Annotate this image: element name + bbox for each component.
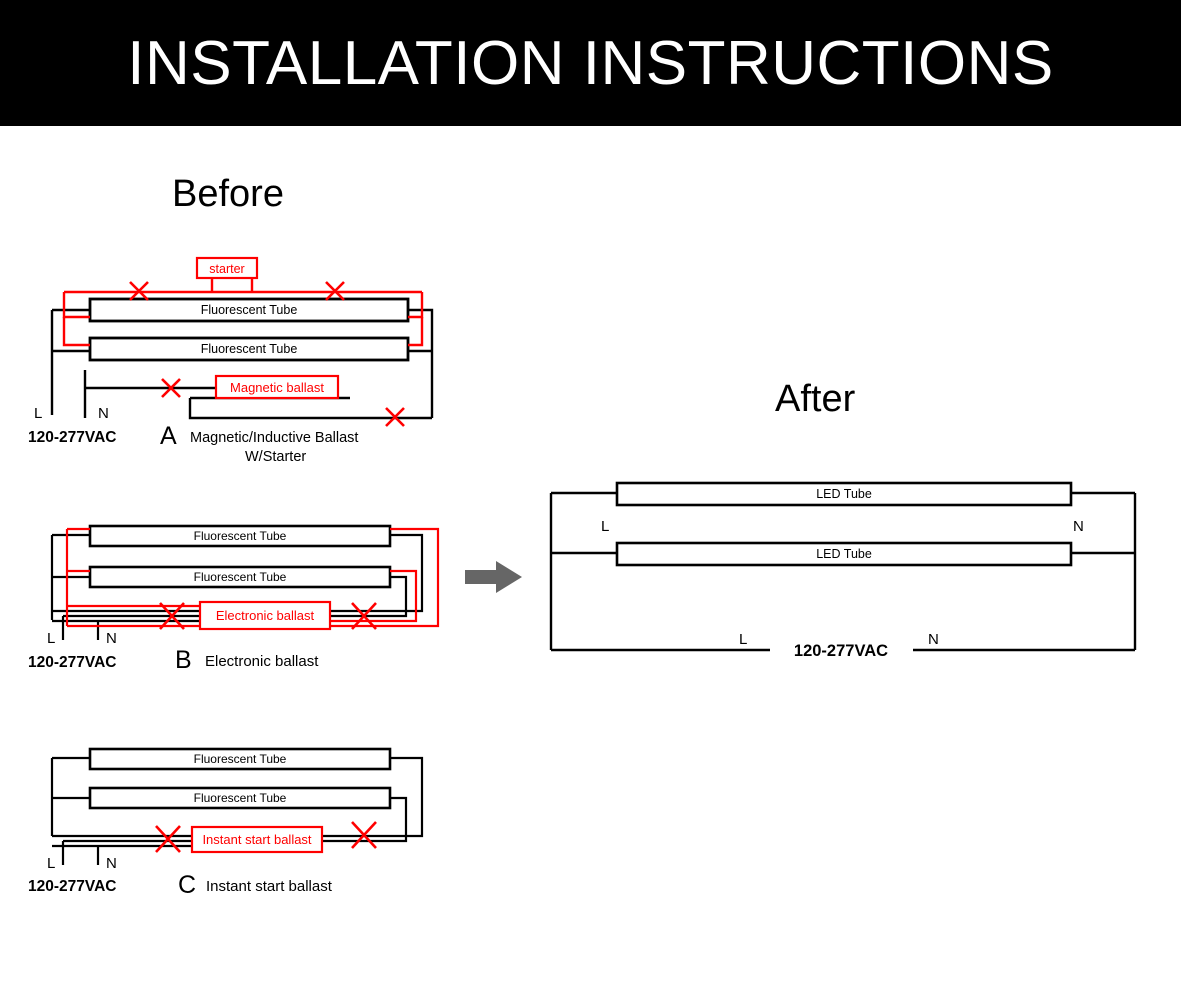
diagram-a-ballast-label: Magnetic ballast — [230, 380, 324, 395]
after-terminal-n-bottom: N — [928, 631, 939, 648]
diagram-a-voltage: 120-277VAC — [28, 429, 116, 446]
after-wiring — [549, 491, 1137, 652]
transition-arrow — [465, 561, 522, 593]
diagram-b-caption-line1: Electronic ballast — [205, 653, 319, 670]
after-section-heading: After — [775, 378, 856, 420]
diagram-b-terminal-l: L — [47, 630, 55, 647]
cross-mark-icon — [351, 821, 377, 849]
diagram-a-tubes: Fluorescent Tube Fluorescent Tube — [88, 297, 410, 362]
diagram-a-terminal-l: L — [34, 405, 42, 422]
diagram-b-terminal-n: N — [106, 630, 117, 647]
diagram-c-black-wiring — [50, 756, 424, 865]
diagram-b-electronic-ballast: Fluorescent Tube Fluorescent Tube Electr… — [28, 524, 440, 674]
diagram-b-voltage: 120-277VAC — [28, 654, 116, 671]
diagram-b-tube-2-label: Fluorescent Tube — [194, 570, 287, 584]
diagram-c-instant-start-ballast-component: Instant start ballast — [190, 825, 324, 854]
right-arrow-icon — [465, 561, 522, 593]
cross-mark-icon — [161, 378, 181, 398]
cross-mark-icon — [385, 407, 405, 427]
title-banner — [0, 0, 1181, 126]
diagram-b-letter: B — [175, 646, 192, 674]
after-tubes: LED Tube LED Tube — [615, 481, 1073, 567]
diagram-c-cross-marks — [155, 821, 377, 853]
diagram-c-terminal-n: N — [106, 855, 117, 872]
cross-mark-icon — [129, 281, 149, 301]
diagram-a-cross-marks — [129, 281, 405, 427]
cross-mark-icon — [351, 602, 377, 630]
diagram-c-ballast-label: Instant start ballast — [202, 832, 311, 847]
diagram-c-tube-2-label: Fluorescent Tube — [194, 791, 287, 805]
diagram-a-terminal-n: N — [98, 405, 109, 422]
after-tube-1-label: LED Tube — [816, 487, 872, 501]
diagram-b-tubes: Fluorescent Tube Fluorescent Tube — [88, 524, 392, 589]
before-section-heading: Before — [172, 173, 284, 215]
diagram-c-tubes: Fluorescent Tube Fluorescent Tube — [88, 747, 392, 810]
diagram-c-voltage: 120-277VAC — [28, 878, 116, 895]
diagram-b-ballast-label: Electronic ballast — [216, 608, 315, 623]
diagram-b-electronic-ballast-component: Electronic ballast — [198, 600, 332, 631]
diagram-c-letter: C — [178, 871, 196, 899]
after-voltage: 120-277VAC — [794, 642, 888, 660]
diagram-a-black-wiring — [50, 308, 434, 420]
diagram-b-red-wiring — [65, 527, 440, 628]
after-terminal-l-top: L — [601, 518, 609, 535]
diagram-c-tube-1-label: Fluorescent Tube — [194, 752, 287, 766]
cross-mark-icon — [325, 281, 345, 301]
diagram-a-tube-2-label: Fluorescent Tube — [201, 342, 298, 356]
diagram-b-cross-marks — [159, 602, 377, 630]
diagram-a-starter-component: starter — [195, 256, 259, 280]
after-terminal-n-top: N — [1073, 518, 1084, 535]
cross-mark-icon — [159, 602, 185, 630]
diagram-c-terminal-l: L — [47, 855, 55, 872]
diagram-a-magnetic-ballast: Fluorescent Tube Fluorescent Tube starte… — [28, 256, 434, 465]
diagram-c-instant-start-ballast: Fluorescent Tube Fluorescent Tube Instan… — [28, 747, 424, 899]
diagram-b-tube-1-label: Fluorescent Tube — [194, 529, 287, 543]
diagram-a-caption-line1: Magnetic/Inductive Ballast — [190, 430, 358, 446]
diagram-a-starter-label: starter — [209, 262, 244, 276]
diagram-a-magnetic-ballast-component: Magnetic ballast — [214, 374, 340, 400]
cross-mark-icon — [155, 825, 181, 853]
diagram-c-caption-line1: Instant start ballast — [206, 878, 333, 895]
diagram-a-tube-1-label: Fluorescent Tube — [201, 303, 298, 317]
diagram-a-red-wiring — [62, 277, 424, 347]
diagram-after-led-tubes: LED Tube LED Tube L N L N 120-277VAC — [549, 481, 1137, 660]
diagram-a-caption-line2: W/Starter — [245, 449, 306, 465]
page-title: INSTALLATION INSTRUCTIONS — [127, 28, 1054, 98]
after-tube-2-label: LED Tube — [816, 547, 872, 561]
after-terminal-l-bottom: L — [739, 631, 747, 648]
diagram-a-letter: A — [160, 422, 177, 450]
